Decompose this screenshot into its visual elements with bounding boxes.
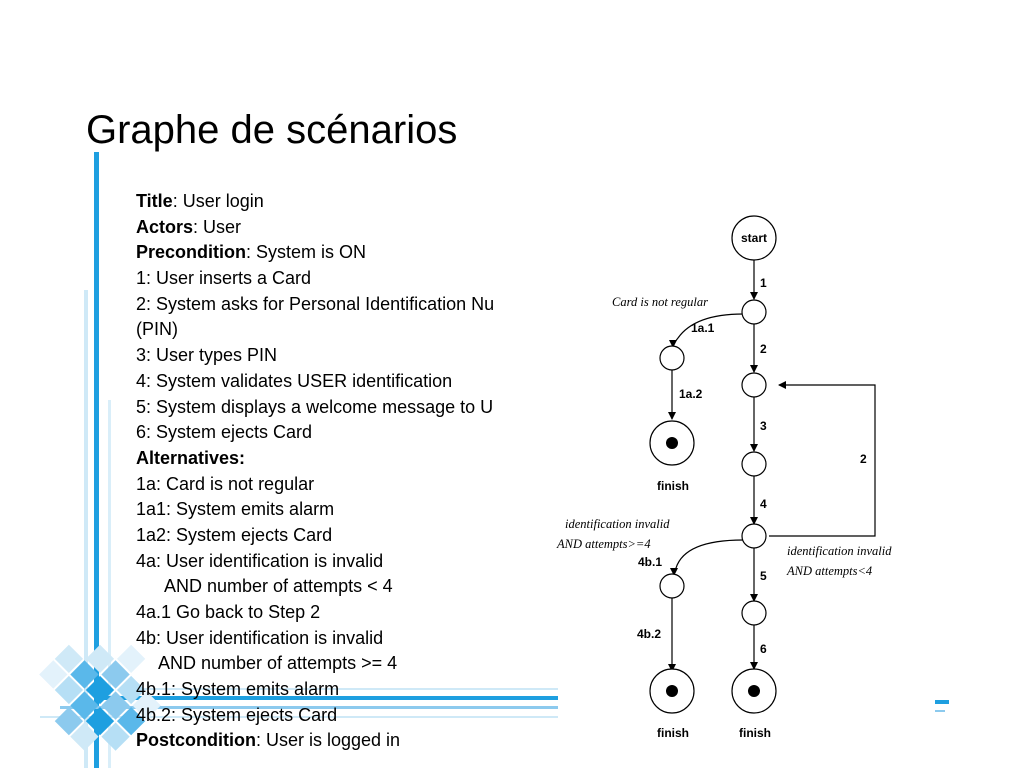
step-line: 3: User types PIN xyxy=(136,345,278,366)
edge-label-5: 5 xyxy=(760,569,767,583)
precondition-label: Precondition xyxy=(136,242,247,263)
alternative-line: AND number of attempts >= 4 xyxy=(158,653,398,674)
edge-label-2: 2 xyxy=(760,342,767,356)
edge-label-4b2: 4b.2 xyxy=(637,627,661,641)
step-line: 2: System asks for Personal Identificati… xyxy=(136,293,495,314)
actors-label: Actors xyxy=(136,216,194,237)
finish-label: finish xyxy=(739,726,771,740)
edge-label-3: 3 xyxy=(760,419,767,433)
step-line: 6: System ejects Card xyxy=(136,422,313,443)
alternative-line: 4b.2: System ejects Card xyxy=(136,704,338,725)
edge-label-6: 6 xyxy=(760,642,767,656)
edge-label-4b1: 4b.1 xyxy=(638,555,662,569)
slide-title: Graphe de scénarios xyxy=(86,108,458,152)
finish-dot xyxy=(666,437,678,449)
alternatives-heading: Alternatives: xyxy=(136,447,246,468)
finish-dot xyxy=(748,685,760,697)
state-node xyxy=(659,573,685,599)
step-line: (PIN) xyxy=(136,319,178,340)
accent-lines xyxy=(40,152,949,768)
state-node xyxy=(741,299,767,325)
title-label: Title xyxy=(136,191,173,211)
finish-label: finish xyxy=(657,726,689,740)
alternative-line: 4b.1: System emits alarm xyxy=(136,679,340,700)
step-line: 1: User inserts a Card xyxy=(136,268,312,289)
postcondition-label: Postcondition xyxy=(136,730,256,751)
alternative-line: 1a2: System ejects Card xyxy=(136,524,333,545)
annotation-invalid-lt-1: identification invalid xyxy=(787,544,892,558)
alternative-line: 4a: User identification is invalid xyxy=(136,550,384,571)
edge-label-1: 1 xyxy=(760,276,767,290)
postcondition-line: Postcondition: User is logged in xyxy=(136,728,560,754)
edge-label-back: 2 xyxy=(860,452,867,466)
state-node xyxy=(659,345,685,371)
annotation-invalid-lt-2: AND attempts<4 xyxy=(786,564,872,578)
start-label: start xyxy=(741,231,767,245)
step-line: 5: System displays a welcome message to … xyxy=(136,396,494,417)
state-node xyxy=(741,600,767,626)
finish-label: finish xyxy=(657,479,689,493)
actors-value: : User xyxy=(193,216,242,237)
edge-label-1a2: 1a.2 xyxy=(679,387,703,401)
alternative-line: 1a1: System emits alarm xyxy=(136,499,335,520)
finish-dot xyxy=(666,685,678,697)
edge-back-to-2 xyxy=(769,381,876,537)
alternative-line: AND number of attempts < 4 xyxy=(164,576,393,597)
precondition-line: Precondition: System is ON xyxy=(136,240,560,266)
state-node xyxy=(741,451,767,477)
alternative-line: 1a: Card is not regular xyxy=(136,473,315,494)
title-line: Title: User login xyxy=(136,189,560,215)
state-node xyxy=(741,372,767,398)
annotation-invalid-ge-1: identification invalid xyxy=(565,517,670,531)
title-value: : User login xyxy=(172,191,264,211)
edge-label-1a1: 1a.1 xyxy=(691,321,715,335)
use-case-text: Title: User login Actors: User Precondit… xyxy=(136,189,560,754)
precondition-value: : System is ON xyxy=(246,242,367,263)
alternative-line: 4a.1 Go back to Step 2 xyxy=(136,602,321,622)
step-line: 4: System validates USER identification xyxy=(136,370,453,391)
annotation-invalid-ge-2: AND attempts>=4 xyxy=(556,537,651,551)
state-node xyxy=(741,523,767,549)
edge-1a1 xyxy=(669,313,744,348)
edge-4b1 xyxy=(670,539,744,576)
annotation-card-not-regular: Card is not regular xyxy=(612,295,708,309)
postcondition-value: : User is logged in xyxy=(256,730,401,751)
alternative-line: 4b: User identification is invalid xyxy=(136,627,384,648)
actors-line: Actors: User xyxy=(136,215,560,241)
edge-label-4: 4 xyxy=(760,497,767,511)
scenario-graph: start finish finish finish 1 2 3 4 5 6 1… xyxy=(556,215,892,740)
start-node xyxy=(731,215,777,261)
